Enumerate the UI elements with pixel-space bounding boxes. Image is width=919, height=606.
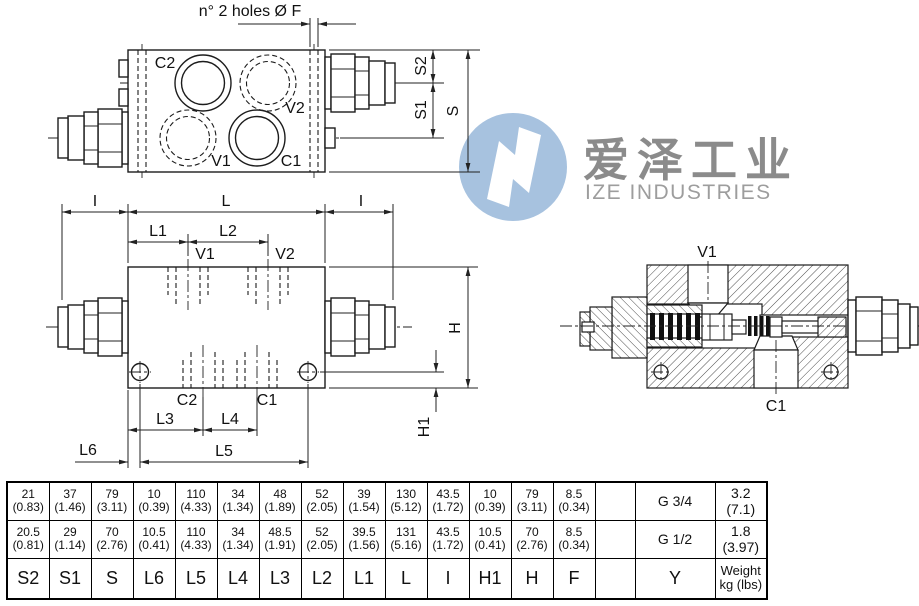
dim-l6: L6 [79,442,97,459]
front-port-v1: V1 [195,246,215,263]
table-cell: I [426,557,470,600]
table-cell: 34(1.34) [216,481,260,521]
front-port-v2: V2 [275,246,295,263]
technical-drawing: n° 2 holes Ø F S2 S1 S C2 V2 V1 C1 [46,3,919,468]
table-cell: 79(3.11) [510,481,554,521]
table-cell: 39(1.54) [342,481,386,521]
dim-l5: L5 [215,443,233,460]
table-cell: 1.8(3.97) [714,519,768,559]
dim-h1: H1 [416,417,433,438]
table-cell: 130(5.12) [384,481,428,521]
table-cell: 34(1.34) [216,519,260,559]
table-cell: G 3/4 [634,481,716,521]
table-cell: 29(1.14) [48,519,92,559]
table-cell: 8.5(0.34) [552,481,596,521]
table-cell: 20.5(0.81) [6,519,50,559]
table-cell: 131(5.16) [384,519,428,559]
ize-logo-icon [459,113,567,221]
table-cell: 37(1.46) [48,481,92,521]
dim-s2: S2 [413,56,430,76]
table-cell: S [90,557,134,600]
table-cell [594,481,636,521]
table-cell: L6 [132,557,176,600]
table-cell: 52(2.05) [300,481,344,521]
table-cell: 52(2.05) [300,519,344,559]
table-cell [594,557,636,600]
top-port-c1: C1 [281,153,302,170]
dim-l2: L2 [219,223,237,240]
front-port-c1: C1 [257,392,278,409]
table-cell: S2 [6,557,50,600]
dim-i-left: I [93,193,97,210]
dimension-table: 21(0.83)37(1.46)79(3.11)10(0.39)110(4.33… [6,481,768,600]
dim-s1: S1 [413,100,430,120]
table-cell: 43.5(1.72) [426,519,470,559]
section-view: V1 C1 [560,244,919,415]
table-cell: 10.5(0.41) [468,519,512,559]
table-cell: 10(0.39) [468,481,512,521]
table-cell: 8.5(0.34) [552,519,596,559]
table-cell: 21(0.83) [6,481,50,521]
table-cell: H1 [468,557,512,600]
dim-l3: L3 [156,411,174,428]
table-cell: 79(3.11) [90,481,134,521]
table-cell: 70(2.76) [90,519,134,559]
table-cell: 3.2(7.1) [714,481,768,521]
top-port-v1: V1 [211,153,231,170]
watermark-chinese-text: 爱泽工业 [583,133,799,187]
table-cell [594,519,636,559]
table-cell: 10(0.39) [132,481,176,521]
dim-l4: L4 [221,411,239,428]
top-port-c2: C2 [155,55,176,72]
front-port-c2: C2 [177,392,198,409]
table-cell: S1 [48,557,92,600]
section-port-v1: V1 [697,244,717,261]
table-body: 21(0.83)37(1.46)79(3.11)10(0.39)110(4.33… [6,481,768,600]
dim-i-right: I [359,193,363,210]
table-row: 21(0.83)37(1.46)79(3.11)10(0.39)110(4.33… [6,481,768,521]
dim-s: S [445,106,462,117]
table-cell: L [384,557,428,600]
table-cell: 48.5(1.91) [258,519,302,559]
dim-h: H [447,322,464,334]
table-cell: G 1/2 [634,519,716,559]
table-cell: 43.5(1.72) [426,481,470,521]
table-cell: L1 [342,557,386,600]
top-view: n° 2 holes Ø F S2 S1 S C2 V2 V1 C1 [48,3,480,178]
table-cell: F [552,557,596,600]
front-view: I L I L1 L2 V1 V2 H H1 C2 C1 [46,193,478,468]
dim-l1: L1 [149,223,167,240]
table-row: 20.5(0.81)29(1.14)70(2.76)10.5(0.41)110(… [6,519,768,559]
watermark-english-text: IZE INDUSTRIES [585,181,772,204]
table-cell: 39.5(1.56) [342,519,386,559]
table-cell: Y [634,557,716,600]
section-port-c1: C1 [766,398,787,415]
table-cell: 110(4.33) [174,519,218,559]
table-cell: 48(1.89) [258,481,302,521]
table-cell: L2 [300,557,344,600]
dim-l: L [222,193,231,210]
table-cell: L3 [258,557,302,600]
table-cell: H [510,557,554,600]
table-cell: L4 [216,557,260,600]
holes-note: n° 2 holes Ø F [199,3,302,20]
table-cell: L5 [174,557,218,600]
top-port-v2: V2 [285,100,305,117]
table-cell: 70(2.76) [510,519,554,559]
table-cell: 10.5(0.41) [132,519,176,559]
table-cell: 110(4.33) [174,481,218,521]
